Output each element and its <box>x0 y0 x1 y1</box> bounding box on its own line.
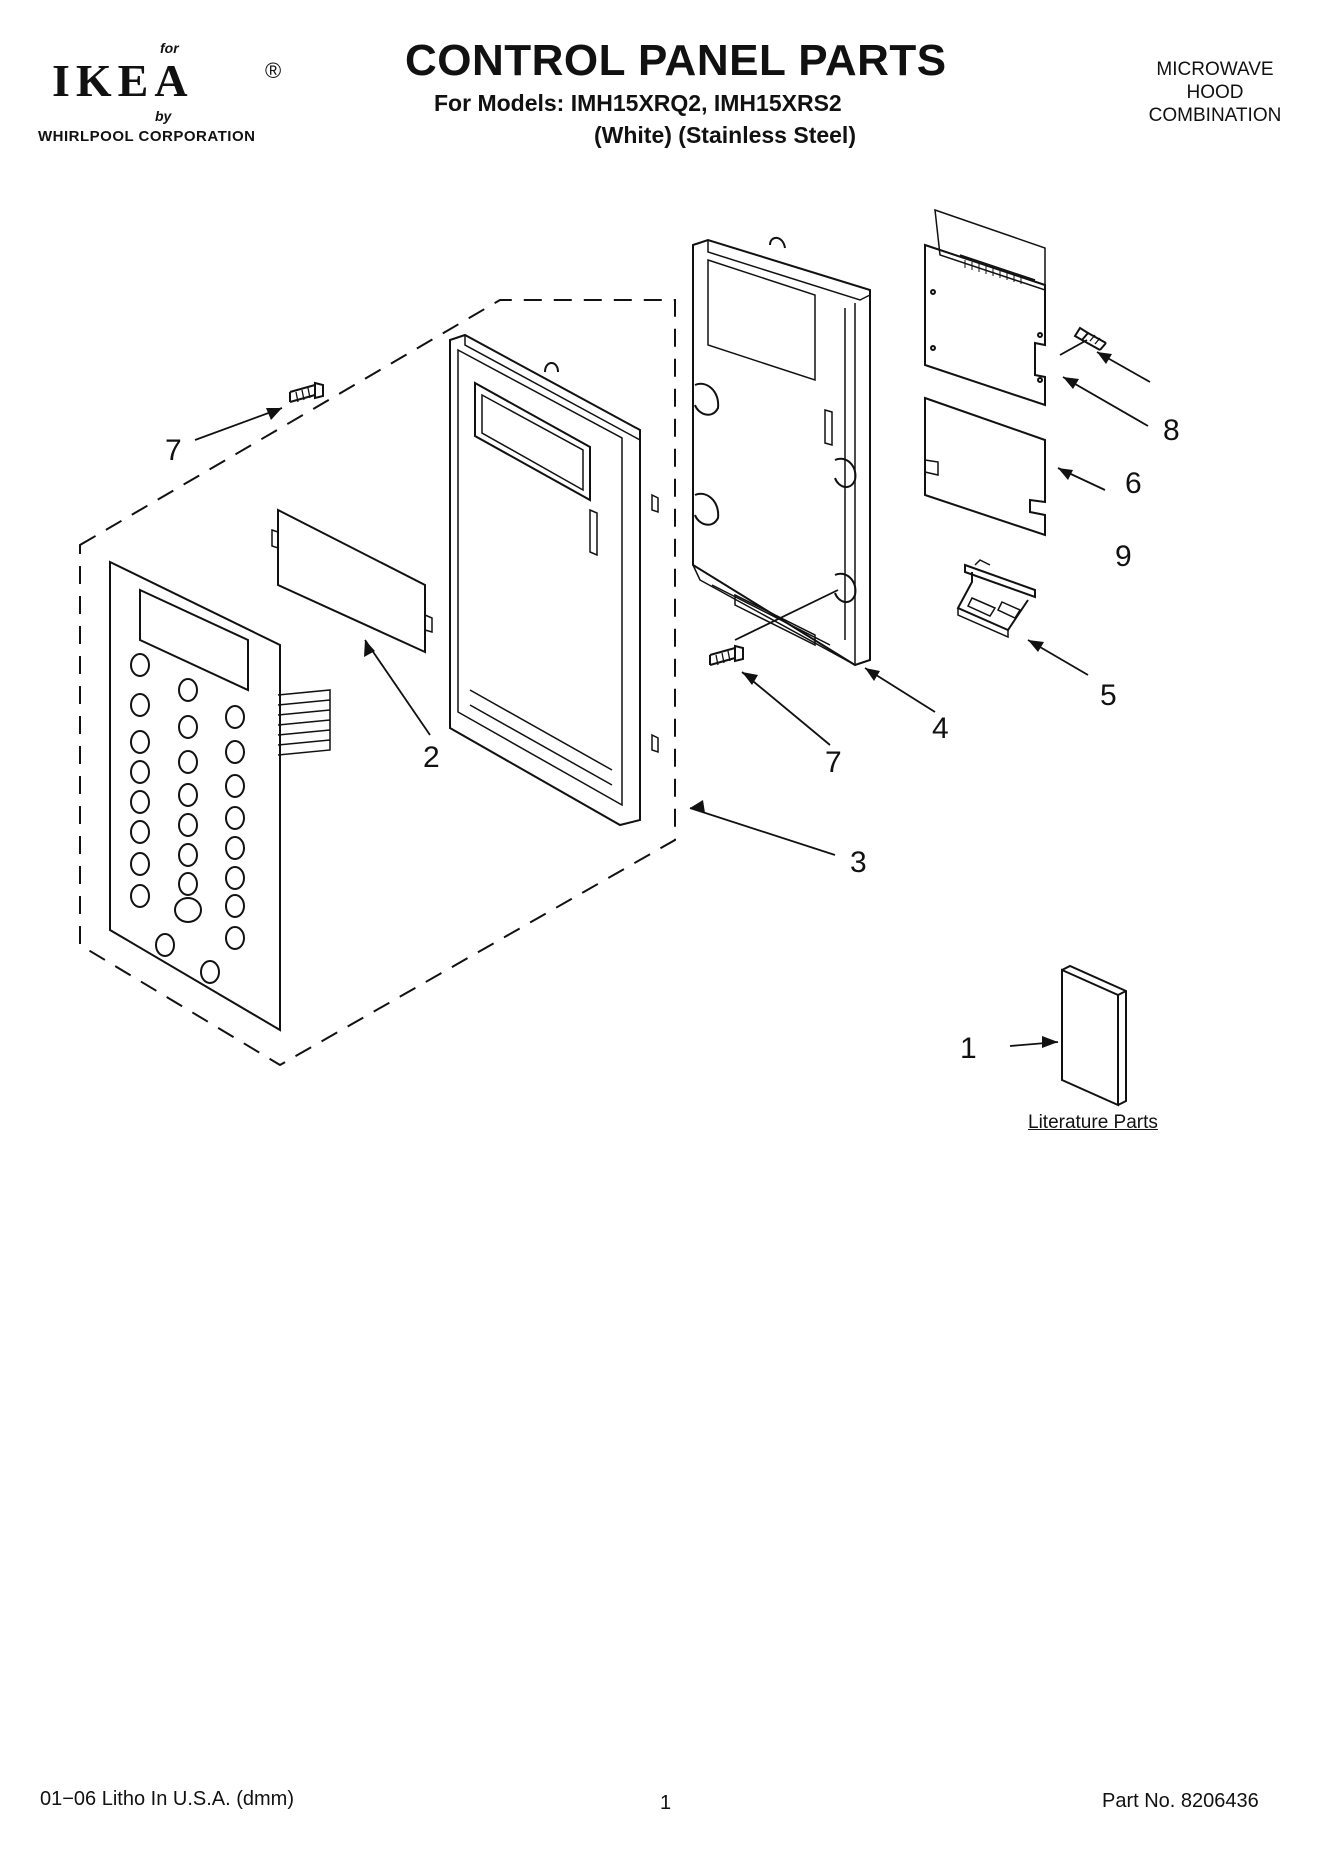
callout-4: 4 <box>932 712 949 745</box>
control-panel-frame <box>449 333 659 827</box>
page-title: CONTROL PANEL PARTS <box>405 36 947 85</box>
control-housing <box>692 236 871 667</box>
control-board <box>924 208 1046 407</box>
display-window <box>271 508 433 654</box>
leader-lines <box>194 339 1151 1047</box>
model-numbers: For Models: IMH15XRQ2, IMH15XRS2 <box>434 90 842 116</box>
logo-for-text: for <box>160 40 179 56</box>
callout-5: 5 <box>1100 679 1117 712</box>
model-variants: (White) (Stainless Steel) <box>594 122 856 148</box>
callout-1: 1 <box>960 1032 977 1065</box>
product-type-line: COMBINATION <box>1148 105 1282 126</box>
literature-booklet <box>1061 964 1127 1107</box>
callout-3: 3 <box>850 846 867 879</box>
callout-7-left: 7 <box>165 434 182 467</box>
logo-corporation: WHIRLPOOL CORPORATION <box>38 128 256 145</box>
assembly-dashed-outline <box>79 299 676 1067</box>
product-type-line: HOOD <box>1186 82 1244 103</box>
registered-mark: ® <box>265 58 282 83</box>
print-info: 01−06 Litho In U.S.A. (dmm) <box>40 1788 295 1810</box>
callout-8: 8 <box>1163 414 1180 447</box>
screw-right <box>1073 326 1107 351</box>
product-type-line: MICROWAVE <box>1156 59 1274 80</box>
literature-parts-label: Literature Parts <box>1028 1112 1158 1133</box>
insulator-sheet <box>924 396 1046 537</box>
page-number: 1 <box>660 1792 672 1814</box>
screw-left <box>289 381 324 403</box>
part-number: Part No. 8206436 <box>1102 1790 1259 1812</box>
product-type: MICROWAVE HOOD COMBINATION <box>1110 58 1320 127</box>
callout-6: 6 <box>1125 467 1142 500</box>
callout-2: 2 <box>423 741 440 774</box>
arrowheads <box>266 352 1112 1048</box>
keypad-membrane <box>109 560 331 1032</box>
ikea-logo: IKEA <box>52 55 194 106</box>
mounting-bracket <box>956 559 1036 639</box>
callout-7-middle: 7 <box>825 746 842 779</box>
logo-by-text: by <box>155 108 172 124</box>
screw-middle <box>709 644 744 666</box>
callout-9: 9 <box>1115 540 1132 573</box>
